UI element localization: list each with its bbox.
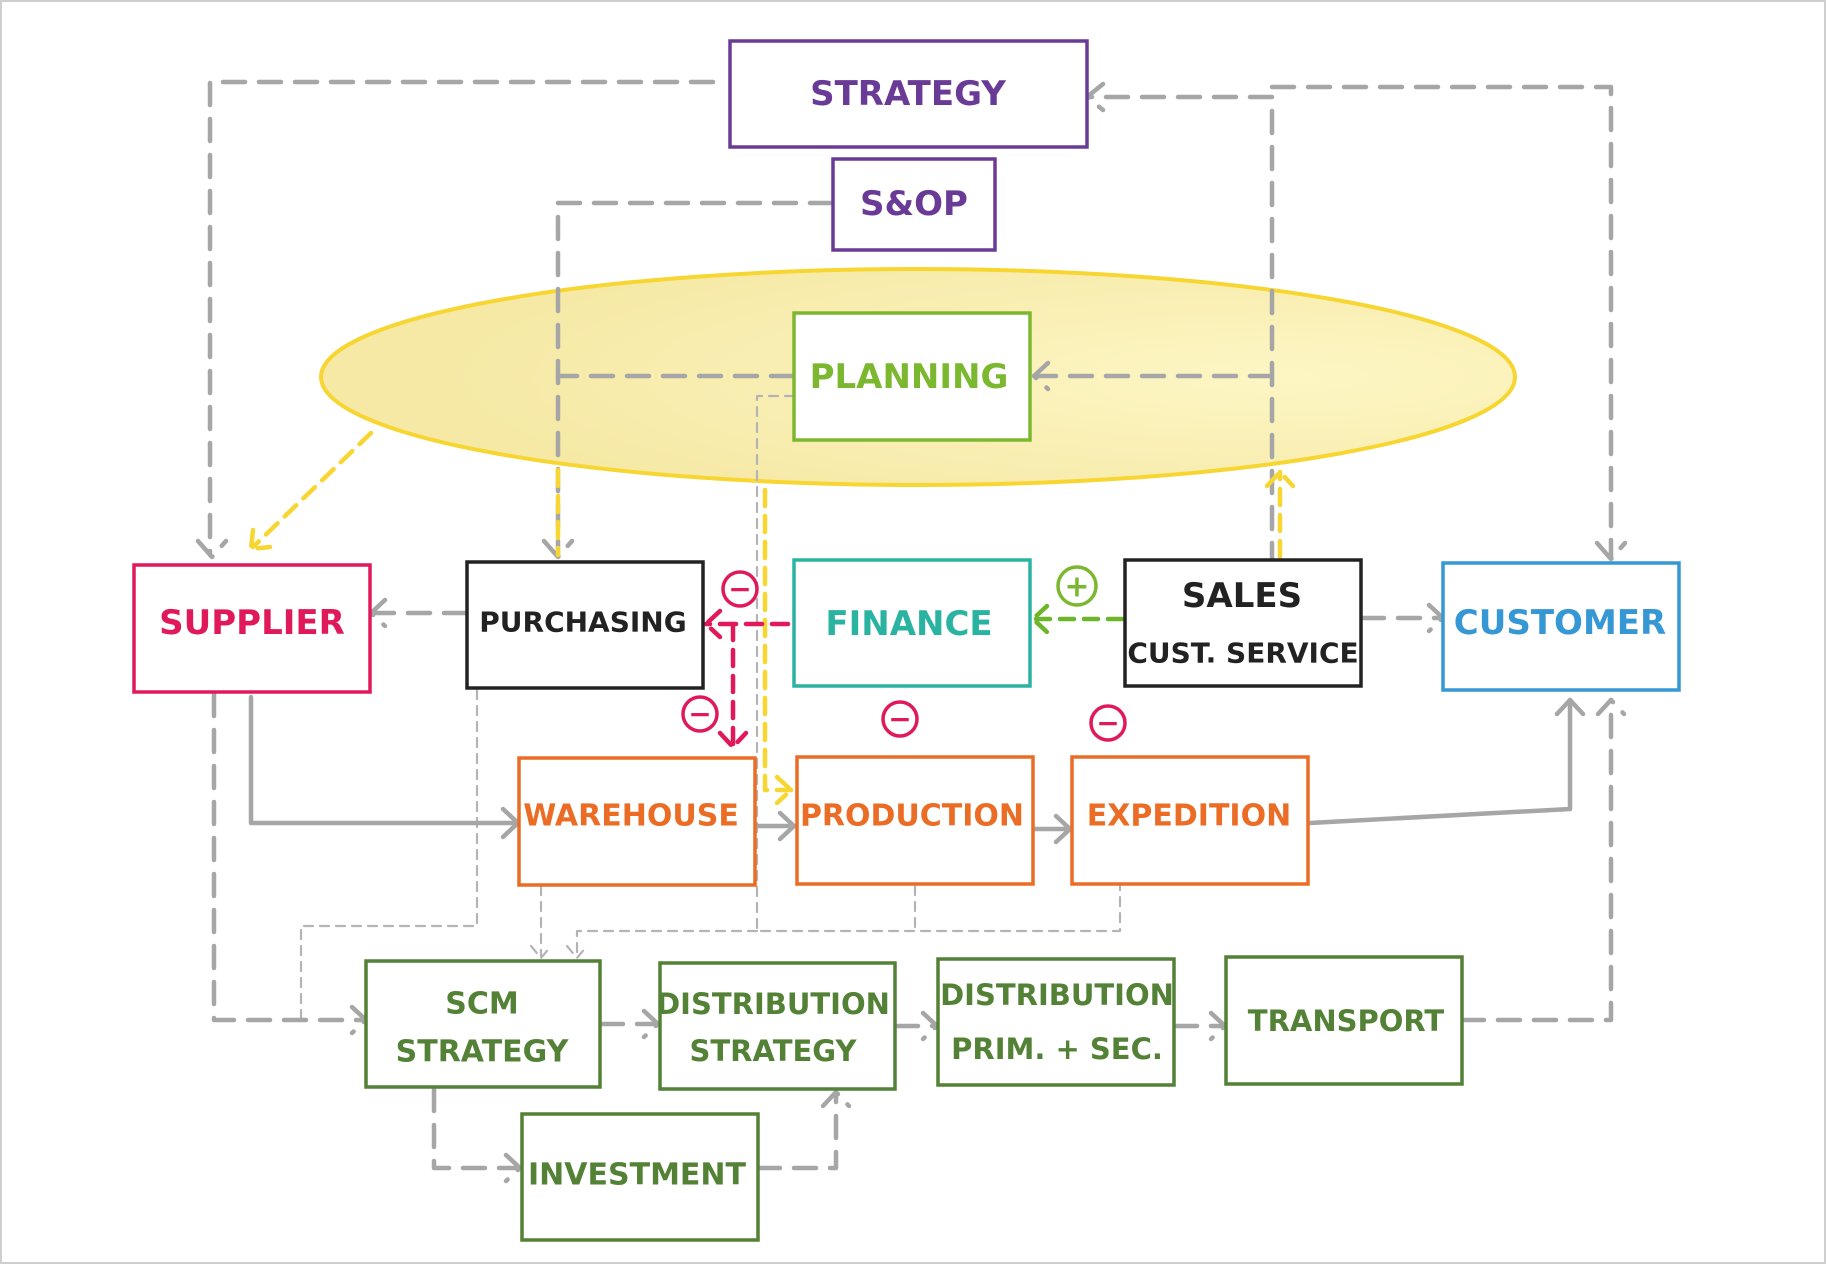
connector-strategy-supplier [207,79,716,558]
node-transport-label: TRANSPORT [1248,1004,1445,1038]
node-expedition: EXPEDITION [1070,755,1310,886]
solid-connectors [248,694,1586,845]
node-purchasing-label: PURCHASING [479,606,686,639]
connector-to-scm [575,929,759,958]
connector-expedition-customer [1307,697,1573,826]
arrowhead-planning-right [1031,360,1051,392]
node-investment-label: INVESTMENT [528,1158,747,1193]
node-planning: PLANNING [792,311,1032,442]
connector-strategy-customer [1269,84,1614,560]
node-sales-label-2: CUST. SERVICE [1127,637,1358,670]
connector-scm-investment [431,1086,523,1171]
arrowhead-supplier-top [195,538,229,560]
arrowhead-production-left [777,810,797,842]
connector-supplier-scm [211,691,369,1023]
node-distribution-prim-sec: DISTRIBUTION PRIM. + SEC. [936,957,1176,1087]
arrowhead-red-purchasing [703,608,723,640]
connector-sales-strategy [1087,94,1275,568]
plus-sign-finance: + [1056,565,1098,607]
arrowhead-red-warehouse [717,730,749,750]
node-strategy: STRATEGY [728,39,1089,149]
node-warehouse-label: WAREHOUSE [523,799,739,834]
node-scm-strategy-label-1: SCM [445,987,518,1022]
yellow-connectors [248,430,1296,806]
connector-sop-purchasing [555,200,835,558]
arrowhead-green-finance [1030,603,1050,635]
svg-text:−: − [688,698,711,731]
node-distribution-prim-sec-label-2: PRIM. + SEC. [951,1032,1163,1066]
node-production-label: PRODUCTION [800,799,1024,834]
node-investment: INVESTMENT [520,1112,760,1242]
node-sales-label-1: SALES [1182,576,1302,616]
node-distribution-strategy-label-1: DISTRIBUTION [656,987,890,1021]
connector-transport-customer [1459,697,1614,1023]
arrowhead-yellow-up [1264,469,1296,489]
node-production: PRODUCTION [795,755,1035,886]
svg-text:−: − [728,573,751,606]
minus-sign-expedition: − [1089,704,1127,742]
arrowhead-expedition-left [1053,813,1073,845]
minus-sign-production: − [881,700,919,738]
minus-sign-warehouse: − [681,695,719,733]
connector-planning-loop [755,394,1122,933]
node-strategy-label: STRATEGY [810,74,1006,114]
node-customer: CUSTOMER [1441,561,1681,692]
svg-text:−: − [1096,707,1119,740]
node-scm-strategy-label-2: STRATEGY [396,1035,570,1070]
svg-text:+: + [1064,570,1089,605]
arrowhead-thin-2 [565,944,589,960]
node-expedition-label: EXPEDITION [1087,799,1291,834]
svg-text:−: − [888,703,911,736]
node-distribution-strategy: DISTRIBUTION STRATEGY [656,961,897,1091]
thin-connectors [299,394,1122,1020]
minus-sign-purchasing: − [721,570,759,608]
connector-purchasing-down [299,688,479,1020]
node-distribution-prim-sec-label-1: DISTRIBUTION [940,978,1174,1012]
arrowhead-investment-left [503,1152,523,1184]
connector-investment-distribution [755,1089,839,1171]
node-scm-strategy: SCM STRATEGY [364,959,602,1089]
node-transport: TRANSPORT [1224,955,1464,1086]
node-sales: SALES CUST. SERVICE [1123,558,1363,688]
node-planning-label: PLANNING [810,357,1009,397]
node-supplier: SUPPLIER [132,563,372,694]
connector-ellipse-production [762,487,794,793]
arrowhead-distribution-left [641,1008,661,1040]
arrowhead-customer-bottom [1595,697,1627,717]
node-warehouse: WAREHOUSE [517,756,757,887]
red-connectors [703,608,791,750]
arrowhead-strategy-right [1084,81,1106,113]
node-sop-label: S&OP [860,184,968,224]
arrowhead-thin-1 [529,944,553,960]
connector-supplier-warehouse [248,694,521,826]
node-supplier-label: SUPPLIER [159,603,345,643]
arrowhead-yellow-production [774,774,794,806]
arrowhead-customer-bottom-solid [1554,697,1586,717]
arrowhead-yellow-supplier [248,527,273,552]
node-purchasing: PURCHASING [465,560,705,690]
arrowhead-customer-top [1594,540,1628,562]
connector-ellipse-supplier [250,430,374,550]
node-distribution-strategy-label-2: STRATEGY [690,1034,858,1068]
node-sop: S&OP [831,157,997,252]
arrowhead-distribution-bottom [820,1089,852,1109]
node-finance: FINANCE [792,558,1032,688]
node-customer-label: CUSTOMER [1454,603,1666,643]
green-connectors [1030,603,1125,635]
node-finance-label: FINANCE [825,604,992,644]
